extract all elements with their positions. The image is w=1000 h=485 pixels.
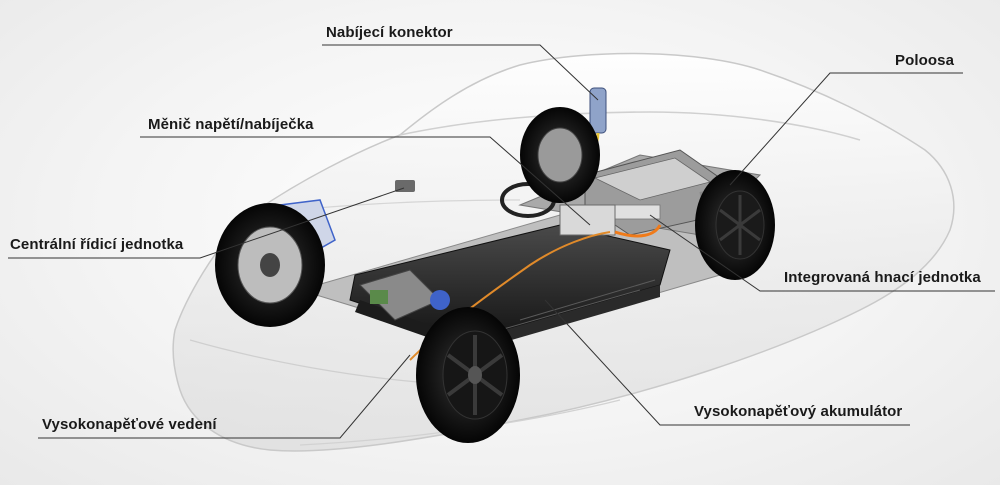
leader-inverter-charger — [140, 136, 591, 226]
leader-half-shaft — [729, 72, 963, 186]
rear-right-wheel — [695, 170, 775, 280]
leader-central-control-unit — [8, 187, 405, 259]
orange-hv-cable — [614, 224, 662, 238]
leader-integrated-drive-unit — [649, 214, 995, 292]
front-right-wheel — [416, 307, 520, 443]
leader-high-voltage-wiring — [38, 354, 411, 439]
leader-high-voltage-battery — [544, 299, 910, 426]
label-inverter-charger: Měnič napětí/nabíječka — [148, 116, 314, 133]
leader-charging-connector — [322, 44, 599, 101]
label-central-control-unit: Centrální řídicí jednotka — [10, 236, 184, 253]
inverter-box — [559, 204, 616, 236]
front-electronics — [359, 269, 450, 321]
label-charging-connector: Nabíjecí konektor — [326, 24, 453, 41]
label-integrated-drive-unit: Integrovaná hnací jednotka — [784, 269, 981, 286]
label-half-shaft: Poloosa — [895, 52, 955, 69]
leader-lines — [8, 44, 995, 439]
front-left-wheel — [215, 203, 325, 327]
label-high-voltage-battery: Vysokonapěťový akumulátor — [694, 403, 903, 420]
rear-left-wheel — [520, 107, 600, 203]
label-high-voltage-wiring: Vysokonapěťové vedení — [42, 416, 217, 433]
